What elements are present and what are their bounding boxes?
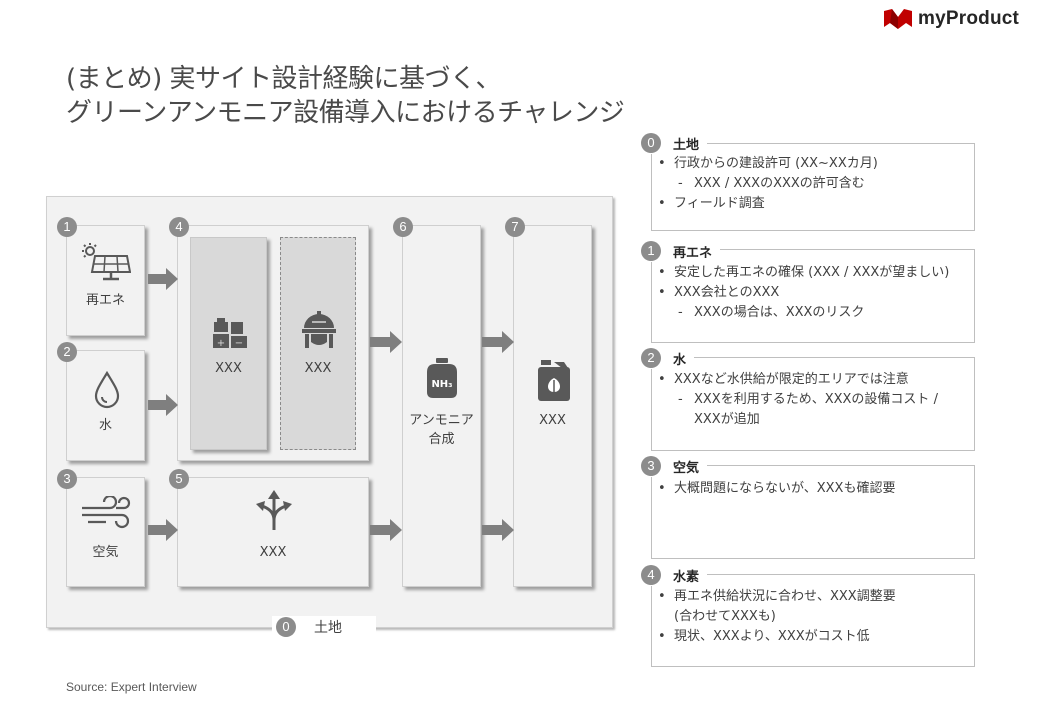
arrow-separation-to-ammonia [370, 519, 402, 541]
panel-land-items: 行政からの建設許可 (XX~XXカ月) XXX / XXXのXXXの許可含む フ… [656, 154, 986, 214]
node-4-badge: 4 [169, 217, 189, 237]
land-label-group: 0 土地 [272, 616, 376, 638]
list-item: 安定した再エネの確保 (XXX / XXXが望ましい) [656, 263, 986, 283]
node-2-badge: 2 [57, 342, 77, 362]
page-title-line-2: グリーンアンモニア設備導入におけるチャレンジ [66, 98, 625, 128]
panel-renewable-title: 再エネ [673, 245, 713, 261]
list-item: XXXなど水供給が限定的エリアでは注意 [656, 370, 986, 390]
node-hydrogen-battery-label: XXX [215, 361, 242, 376]
panel-land-title: 土地 [673, 137, 700, 153]
node-6-badge: 6 [393, 217, 413, 237]
panel-hydrogen-items: 再エネ供給状況に合わせ、XXX調整要 (合わせてXXXも) 現状、XXXより、X… [656, 587, 986, 647]
panel-hydrogen-title: 水素 [673, 569, 700, 585]
panel-land-header: 0 土地 [641, 132, 708, 154]
list-item: XXXが追加 [694, 412, 760, 427]
node-air-separation: XXX [177, 477, 369, 587]
fertilizer-can-icon [538, 360, 570, 401]
arrow-ammonia-to-product-1 [482, 331, 514, 353]
panel-renewable-badge: 1 [641, 241, 661, 261]
land-badge: 0 [276, 617, 296, 637]
node-5-badge: 5 [169, 469, 189, 489]
node-renewable: 再エネ [66, 225, 145, 336]
list-item: (合わせてXXXも) [674, 609, 776, 624]
node-renewable-label: 再エネ [85, 293, 125, 308]
source-note: Source: Expert Interview [66, 680, 197, 694]
panel-hydrogen-badge: 4 [641, 565, 661, 585]
list-item: XXX会社とのXXX [656, 283, 986, 303]
node-hydrogen-battery: + − XXX [190, 237, 267, 450]
list-item: 現状、XXXより、XXXがコスト低 [656, 627, 986, 647]
panel-water-badge: 2 [641, 348, 661, 368]
node-ammonia-synthesis-label-2: 合成 [428, 432, 455, 447]
svg-text:+: + [217, 338, 225, 349]
node-hydrogen-tank-label: XXX [304, 361, 332, 376]
arrow-water-to-hydrogen [148, 394, 178, 416]
arrow-air-to-separation [148, 519, 178, 541]
list-item: 行政からの建設許可 (XX~XXカ月) [656, 154, 986, 174]
panel-air-badge: 3 [641, 456, 661, 476]
node-air-separation-label: XXX [259, 545, 287, 560]
wind-icon [82, 496, 131, 529]
page-title: (まとめ) 実サイト設計経験に基づく、 グリーンアンモニア設備導入におけるチャレ… [66, 62, 625, 130]
tank-icon [302, 311, 336, 348]
nh3-tank-icon: NH₃ [427, 358, 457, 398]
panel-land-badge: 0 [641, 133, 661, 153]
panel-water-title: 水 [673, 352, 687, 368]
node-water-label: 水 [98, 418, 112, 433]
list-item: XXXの場合は、XXXのリスク [656, 303, 986, 323]
node-air: 空気 [66, 477, 145, 587]
list-item: XXX / XXXのXXXの許可含む [656, 174, 986, 194]
list-item: XXXを利用するため、XXXの設備コスト / [656, 390, 986, 410]
node-ammonia-synthesis-label-1: アンモニア [409, 413, 474, 428]
arrow-renewable-to-hydrogen [148, 268, 178, 290]
solar-panel-icon [82, 243, 131, 281]
panel-water-items: XXXなど水供給が限定的エリアでは注意 XXXを利用するため、XXXの設備コスト… [656, 370, 986, 430]
panel-air-title: 空気 [673, 460, 700, 476]
arrow-ammonia-to-product-2 [482, 519, 514, 541]
page-title-line-1: (まとめ) 実サイト設計経験に基づく、 [66, 64, 502, 94]
panel-renewable-items: 安定した再エネの確保 (XXX / XXXが望ましい) XXX会社とのXXX X… [656, 263, 986, 323]
panel-water-header: 2 水 [641, 347, 695, 369]
node-hydrogen-tank: XXX [280, 237, 356, 450]
node-air-label: 空気 [92, 545, 119, 560]
panel-hydrogen-header: 4 水素 [641, 564, 708, 586]
brand-mark-icon [884, 9, 912, 29]
list-item: 再エネ供給状況に合わせ、XXX調整要 [656, 587, 986, 607]
nh3-icon-text: NH₃ [431, 379, 452, 390]
panel-air-items: 大概問題にならないが、XXXも確認要 [656, 479, 986, 499]
brand-name: myProduct [918, 8, 1020, 29]
list-item: 大概問題にならないが、XXXも確認要 [656, 479, 986, 499]
battery-icon: + − [213, 318, 247, 349]
node-7-badge: 7 [505, 217, 525, 237]
land-label: 土地 [314, 620, 342, 636]
list-item: フィールド調査 [656, 194, 986, 214]
svg-text:−: − [235, 338, 243, 349]
node-1-badge: 1 [57, 217, 77, 237]
water-drop-icon [94, 371, 120, 409]
node-water: 水 [66, 350, 145, 461]
node-ammonia-synthesis: NH₃ アンモニア 合成 [402, 225, 481, 587]
panel-air-header: 3 空気 [641, 455, 708, 477]
arrow-hydrogen-to-ammonia [370, 331, 402, 353]
split-arrows-icon [256, 490, 292, 530]
panel-renewable-header: 1 再エネ [641, 240, 721, 262]
node-3-badge: 3 [57, 469, 77, 489]
brand-logo: myProduct [884, 8, 1019, 30]
node-product-label: XXX [539, 413, 566, 428]
node-product: XXX [513, 225, 592, 587]
